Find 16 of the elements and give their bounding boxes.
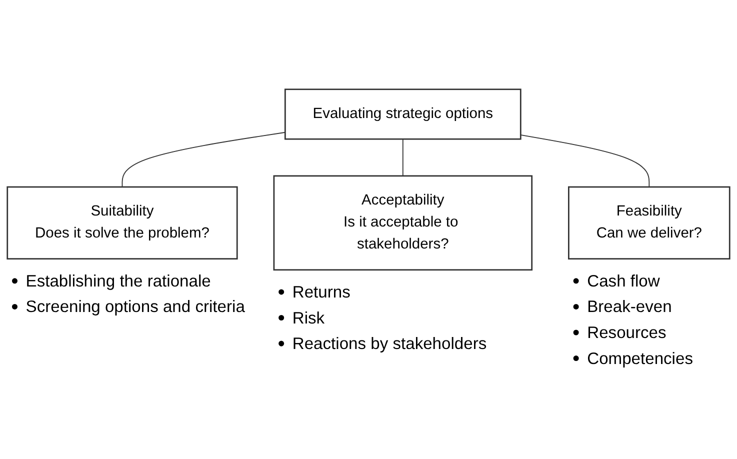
connector [402, 138, 404, 176]
bullet-item: Competencies [587, 348, 693, 368]
bullet-item: Risk [292, 308, 325, 328]
bullet-item: Establishing the rationale [26, 271, 211, 290]
node-box: Suitability Does it solve the problem? [6, 186, 238, 260]
connector [122, 132, 286, 188]
connector [520, 134, 650, 188]
bullet-item: Resources [587, 323, 666, 342]
bullet-item: Break-even [587, 297, 672, 316]
node-box: Evaluating strategic options [284, 88, 522, 140]
bullet-item: Returns [292, 282, 350, 302]
bullet-item: Screening options and criteria [26, 297, 245, 316]
bullet-item: Cash flow [587, 271, 660, 290]
node-box: Acceptability Is it acceptable to stakeholders? [273, 175, 533, 271]
bullet-item: Reactions by stakeholders [292, 334, 487, 354]
node-box: Feasibility Can we deliver? [568, 186, 730, 260]
